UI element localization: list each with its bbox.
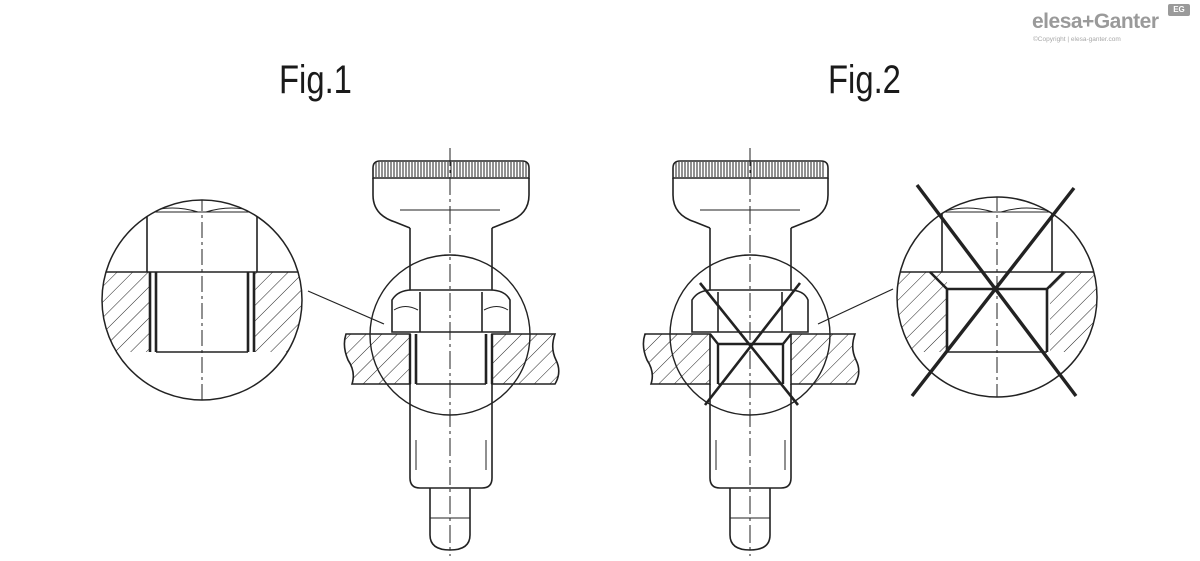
knurling (675, 162, 824, 177)
logo-brand-text: elesa+Ganter (1032, 10, 1159, 33)
figure-1-drawing (101, 148, 560, 556)
mounting-plate (343, 333, 560, 385)
figure-2-drawing (642, 148, 1098, 556)
elesa-ganter-logo: elesa+Ganter EG ©Copyright | elesa-gante… (1032, 4, 1192, 48)
logo-badge: EG (1168, 4, 1190, 16)
figure-1-title: Fig.1 (279, 58, 352, 102)
incorrect-cross-line-large (915, 183, 1078, 398)
knurling (375, 162, 527, 177)
logo-copyright: ©Copyright | elesa-ganter.com (1033, 36, 1121, 43)
threaded-body (709, 384, 792, 551)
hex-nut (691, 289, 809, 333)
incorrect-cross-line-large (910, 186, 1076, 398)
hex-nut (391, 289, 511, 333)
incorrect-cross-line (698, 282, 800, 406)
knob (372, 160, 530, 290)
magnified-detail-1 (102, 200, 302, 400)
figure-2-title: Fig.2 (828, 58, 901, 102)
knob (672, 160, 829, 290)
incorrect-cross-line (703, 282, 802, 406)
